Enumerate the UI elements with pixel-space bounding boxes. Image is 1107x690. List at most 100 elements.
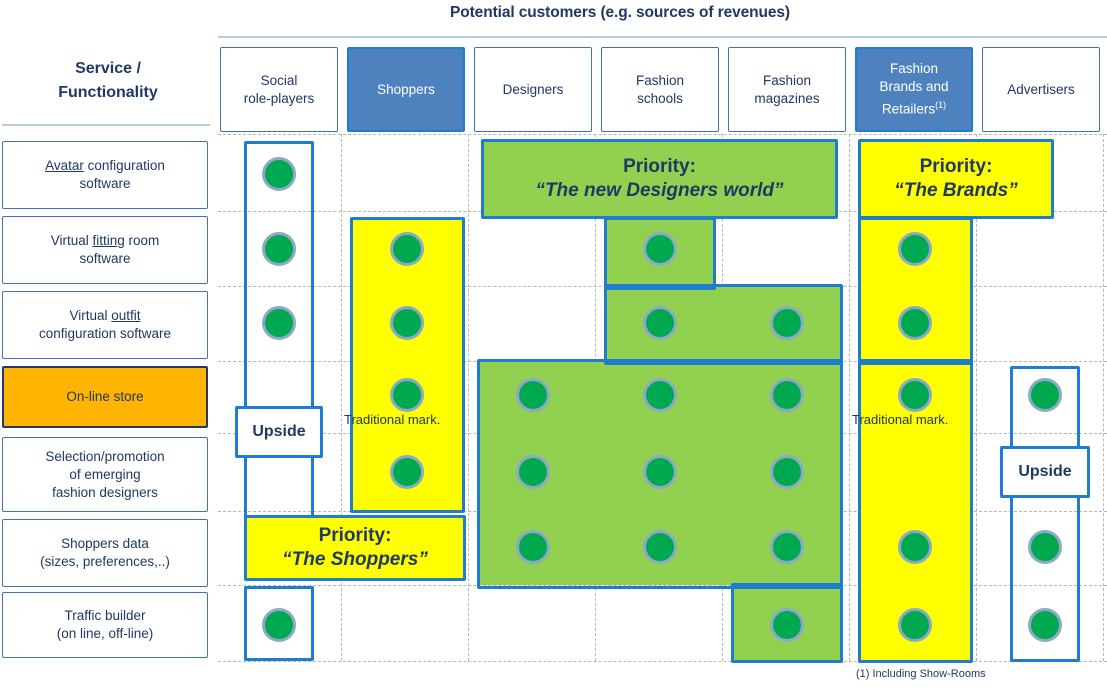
column-header-line1: Fashion: [762, 72, 811, 88]
row-label-line1: Traffic builder: [64, 608, 146, 623]
column-header-line2: magazines: [754, 90, 820, 106]
column-header-line2: role-players: [243, 90, 315, 106]
row-label-line1: Virtual fitting room: [50, 233, 160, 248]
priority-brands-callout[interactable]: Priority: “The Brands”: [858, 139, 1054, 219]
matrix-dot-r7c7: [1028, 608, 1062, 642]
row-axis-title: Service / Functionality: [8, 57, 208, 105]
grid-line-h6: [218, 585, 1107, 586]
matrix-dot-r2c4: [643, 232, 677, 266]
column-header-line1: Advertisers: [1007, 81, 1075, 97]
traditional-market-brands-label: Traditional mark.: [852, 412, 949, 427]
row-axis-title-line2: Functionality: [58, 84, 158, 101]
row-axis-title-line1: Service /: [75, 60, 141, 77]
priority-brands-line1: Priority:: [919, 156, 993, 177]
outline-social-role-players-lower: [244, 586, 314, 661]
matrix-dot-r6c4: [643, 530, 677, 564]
footnote-marker: (1): [935, 100, 947, 111]
column-header-designers[interactable]: Designers: [474, 47, 592, 132]
upside-right-callout[interactable]: Upside: [1000, 446, 1090, 498]
row-label-virtual-fitting-room-software[interactable]: Virtual fitting room software: [2, 216, 208, 284]
grid-line-h0: [218, 134, 1107, 135]
column-header-line1: Designers: [502, 81, 564, 97]
row-label-line2: configuration software: [38, 326, 172, 341]
column-header-line2: schools: [637, 90, 683, 106]
row-label-shoppers-data[interactable]: Shoppers data (sizes, preferences,..): [2, 519, 208, 587]
column-header-line1: Social: [260, 72, 298, 88]
matrix-dot-r1c1: [262, 157, 296, 191]
priority-designers-line1: Priority:: [623, 156, 696, 177]
row-label-line1: Selection/promotion: [45, 448, 165, 464]
outline-shoppers-column: [350, 217, 465, 513]
column-header-line2: Brands and: [879, 79, 949, 95]
row-axis-divider: [2, 124, 210, 126]
row-label-line1: Shoppers data: [61, 536, 149, 551]
row-label-selection-promotion-of-emerging-fashion-designers[interactable]: Selection/promotion of emerging fashion …: [2, 437, 208, 512]
upside-left-label: Upside: [252, 423, 306, 440]
column-header-line1: Shoppers: [377, 81, 435, 97]
footnote-text: (1) Including Show-Rooms: [856, 668, 986, 680]
matrix-dot-r5c4: [643, 455, 677, 489]
matrix-dot-r6c7: [1028, 530, 1062, 564]
row-label-line3: fashion designers: [52, 484, 158, 500]
column-header-line3: Retailers(1): [881, 100, 947, 117]
outline-brands-lower: [858, 359, 973, 663]
matrix-dot-r3c5: [770, 306, 804, 340]
column-header-social-role-players[interactable]: Social role-players: [220, 47, 338, 132]
row-label-line2: software: [79, 251, 131, 266]
row-label-line2: of emerging: [69, 466, 141, 482]
matrix-dot-r7c6: [898, 608, 932, 642]
column-header-advertisers[interactable]: Advertisers: [982, 47, 1100, 132]
matrix-dot-r4c5: [770, 378, 804, 412]
matrix-dot-r2c2: [390, 232, 424, 266]
matrix-dot-r4c7: [1028, 378, 1062, 412]
matrix-dot-r3c4: [643, 306, 677, 340]
matrix-dot-r3c1: [262, 306, 296, 340]
grid-line-v6: [976, 134, 977, 661]
grid-line-h7: [218, 661, 1107, 662]
matrix-dot-r5c2: [390, 455, 424, 489]
row-label-line1: On-line store: [66, 389, 144, 404]
matrix-dot-r5c3: [516, 455, 550, 489]
upside-right-label: Upside: [1018, 463, 1072, 480]
matrix-dot-r2c1: [262, 232, 296, 266]
matrix-dot-r5c5: [770, 455, 804, 489]
row-label-line2: (on line, off-line): [56, 626, 154, 641]
matrix-dot-r3c6: [898, 306, 932, 340]
title-divider: [218, 36, 1107, 38]
row-label-line2: software: [79, 176, 131, 191]
row-label-line2: (sizes, preferences,..): [40, 554, 170, 569]
outline-green-r4-r6: [477, 359, 843, 589]
column-header-line1: Fashion: [889, 61, 939, 77]
column-header-shoppers[interactable]: Shoppers: [347, 47, 465, 132]
row-label-traffic-builder[interactable]: Traffic builder (on line, off-line): [2, 592, 208, 658]
matrix-dot-r2c6: [898, 232, 932, 266]
column-header-fashion-brands-and-retailers[interactable]: Fashion Brands and Retailers(1): [855, 47, 973, 132]
row-label-on-line-store[interactable]: On-line store: [2, 366, 208, 428]
row-label-line1: Virtual outfit: [69, 308, 141, 323]
grid-line-v1: [341, 134, 342, 661]
row-label-virtual-outfit-configuration-software[interactable]: Virtual outfit configuration software: [2, 291, 208, 359]
priority-designers-callout[interactable]: Priority: “The new Designers world”: [481, 139, 838, 219]
row-label-line1: Avatar configuration: [45, 158, 165, 173]
page-title: Potential customers (e.g. sources of rev…: [450, 4, 790, 21]
priority-brands-line2: “The Brands”: [894, 180, 1018, 201]
column-header-fashion-magazines[interactable]: Fashion magazines: [728, 47, 846, 132]
column-header-line1: Fashion: [635, 72, 685, 88]
outline-green-r7: [731, 583, 843, 663]
column-header-fashion-schools[interactable]: Fashion schools: [601, 47, 719, 132]
row-label-avatar-configuration-software[interactable]: Avatar configuration software: [2, 141, 208, 209]
priority-shoppers-line2: “The Shoppers”: [282, 549, 428, 570]
priority-shoppers-callout[interactable]: Priority: “The Shoppers”: [244, 515, 466, 581]
grid-line-v7: [1103, 134, 1104, 661]
grid-line-v2: [468, 134, 469, 661]
matrix-dot-r4c4: [643, 378, 677, 412]
row-label-line1-rest: configuration: [83, 158, 165, 173]
priority-designers-line2: “The new Designers world”: [535, 180, 784, 201]
matrix-dot-r6c3: [516, 530, 550, 564]
matrix-dot-r7c5: [770, 608, 804, 642]
priority-shoppers-line1: Priority:: [318, 525, 392, 546]
upside-left-callout[interactable]: Upside: [235, 406, 323, 458]
grid-line-v5: [849, 134, 850, 661]
matrix-dot-r6c5: [770, 530, 804, 564]
